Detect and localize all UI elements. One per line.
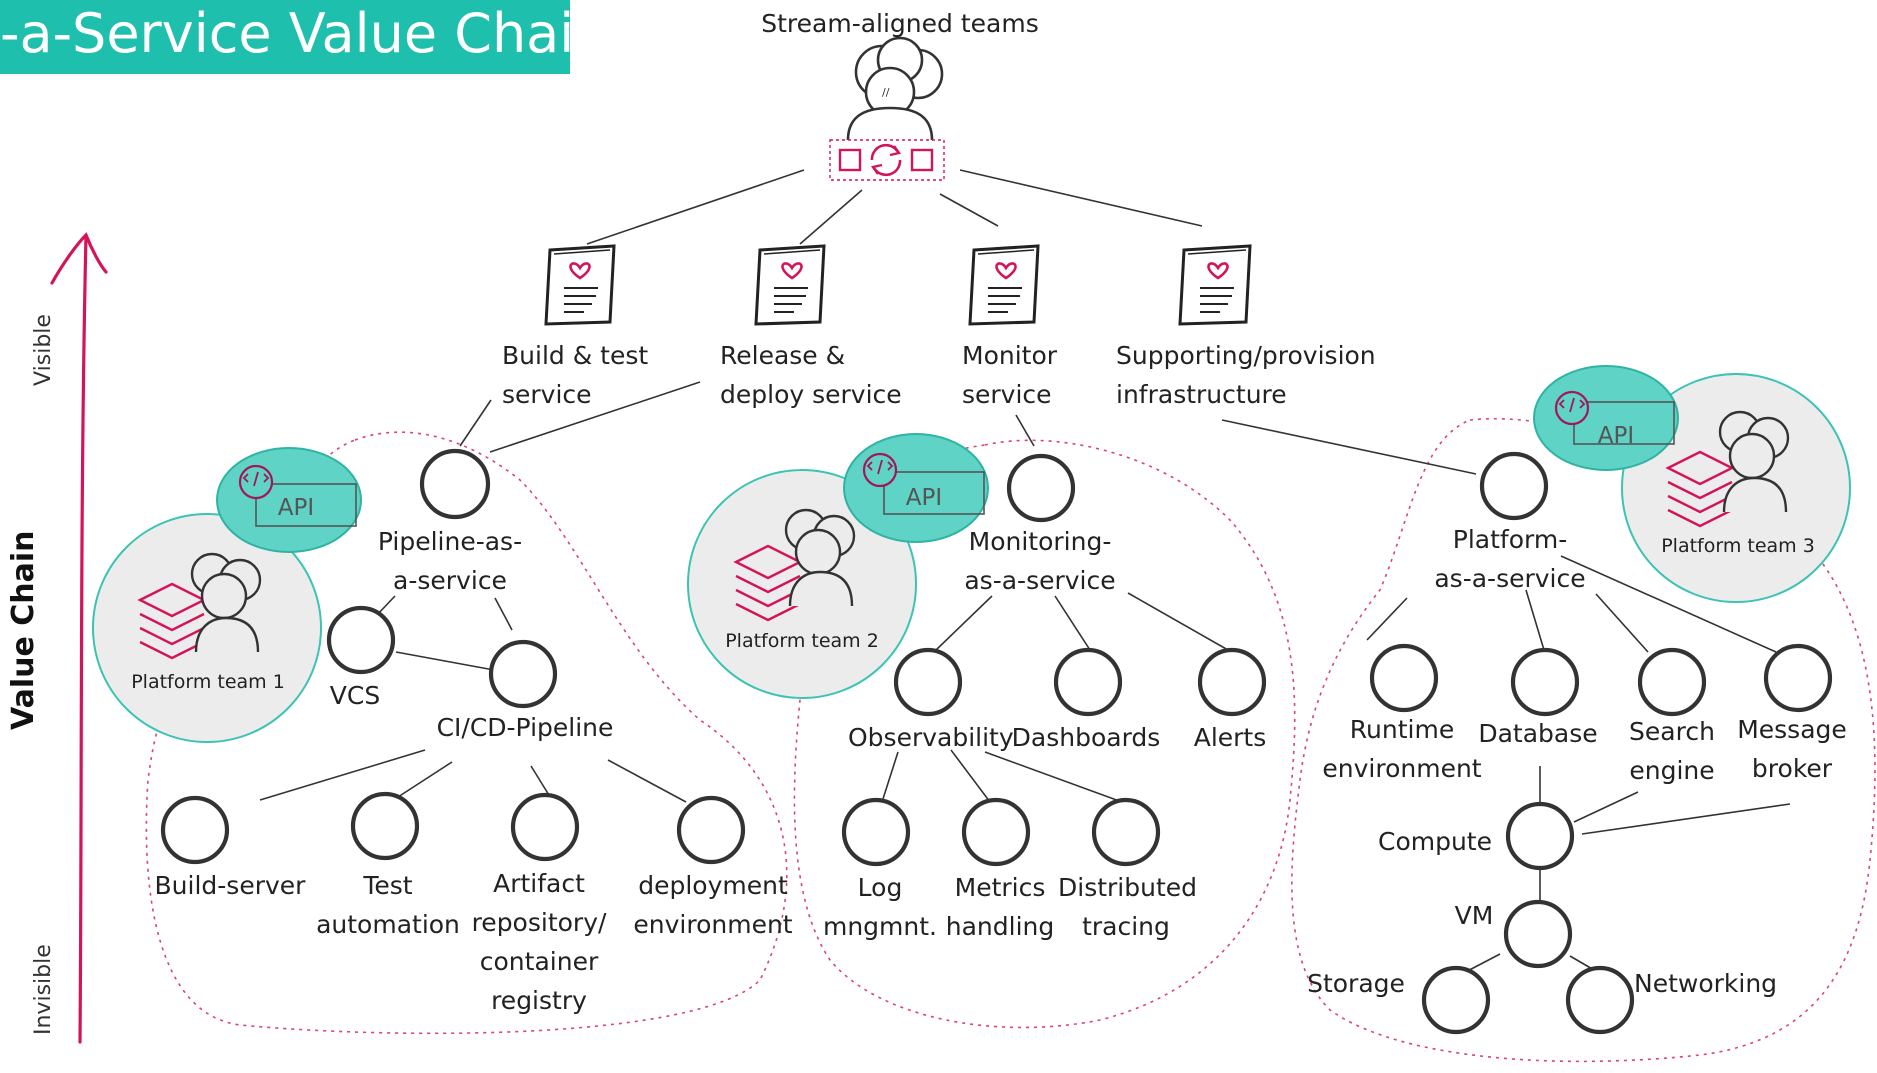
node-monitoring-as-a-service [1006,453,1076,523]
node-test-automation [350,791,420,861]
platform-team-2-label: Platform team 2 [725,630,879,652]
people-group-icon [190,552,262,653]
test-automation-label: Test automation [316,871,460,939]
build-server-label: Build-server [154,871,306,900]
node-vcs [326,605,396,675]
distributed-tracing-label: Distributed tracing [1058,873,1198,941]
service-doc-heart-icon [544,244,616,326]
page-title: -a-Service Value Chain [0,2,570,65]
node-message-broker [1763,643,1833,713]
ci-cd-pipeline-label: CI/CD-Pipeline [436,713,614,742]
node-metrics-handling [961,797,1031,867]
node-dashboards [1053,647,1123,717]
service-label-supporting-infrastructure: Supporting/provision infrastructure [1116,341,1376,409]
platform-team-2 [687,469,917,699]
networking-label: Networking [1634,969,1778,998]
deployment-environment-label: deployment environment [633,871,793,939]
axis-invisible-label: Invisible [31,944,56,1035]
api-2 [843,433,989,543]
people-group-icon: // [846,36,944,141]
svg-text://: // [882,86,890,99]
pipeline-boundary [145,431,788,1035]
platform-as-a-service-label: Platform- as-a-service [1434,525,1586,593]
node-platform-as-a-service [1479,451,1549,521]
api-label-3: API [1597,423,1635,449]
api-3 [1533,365,1679,471]
dashboards-label: Dashboards [1011,723,1161,752]
title-banner: -a-Service Value Chain [0,0,570,74]
people-group-icon [784,508,856,607]
people-group-icon [1718,410,1790,513]
database-label: Database [1478,719,1598,748]
api-code-icon [242,471,270,487]
platform-team-1-label: Platform team 1 [131,671,285,693]
node-log-management [841,797,911,867]
stream-aligned-teams-label: Stream-aligned teams [761,9,1039,38]
node-observability [893,647,963,717]
platform-team-3-label: Platform team 3 [1661,535,1815,557]
pipeline-as-a-service-label: Pipeline-as- a-service [377,527,523,595]
platform-team-3 [1621,373,1851,603]
artifact-repository-label: Artifact repository/ container registry [471,869,607,1015]
capability-nodes [160,448,1833,1035]
search-engine-label: Search engine [1629,717,1715,785]
alerts-label: Alerts [1193,723,1267,752]
api-1 [216,447,362,553]
compute-label: Compute [1377,827,1492,856]
log-management-label: Log mngmnt. [822,873,937,941]
message-broker-label: Message broker [1737,715,1847,783]
api-code-icon [866,459,894,475]
layer-stack-icon [1665,450,1735,528]
node-database [1510,647,1580,717]
platform-team-1 [92,513,322,743]
node-pipeline-as-a-service [419,448,491,520]
api-code-icon [1558,397,1586,413]
node-distributed-tracing [1091,797,1161,867]
sync-icon [829,139,945,181]
node-networking [1565,965,1635,1035]
service-doc-heart-icon [968,244,1040,326]
runtime-environment-label: Runtime environment [1322,715,1482,783]
platform-boundary [1291,417,1876,1063]
observability-label: Observability [848,723,1014,752]
node-alerts [1197,647,1267,717]
node-storage [1421,965,1491,1035]
metrics-handling-label: Metrics handling [945,873,1055,941]
service-doc-heart-icon [1178,244,1252,326]
connection-lines [259,169,1791,978]
node-artifact-repository [510,792,580,862]
service-label-monitor: Monitor service [962,341,1058,409]
value-chain-arrow [50,232,108,1044]
service-doc-heart-icon [754,244,826,326]
node-search-engine [1637,647,1707,717]
storage-label: Storage [1307,969,1405,998]
api-label-2: API [905,485,943,511]
node-deployment-environment [676,795,746,865]
node-build-server [160,795,230,865]
axis-title: Value Chain [6,530,41,730]
service-label-build-test: Build & test service [502,341,649,409]
node-vm [1503,899,1573,969]
axis-visible-label: Visible [31,314,56,386]
node-compute [1505,801,1575,871]
node-ci-cd-pipeline [488,639,558,709]
monitoring-as-a-service-label: Monitoring- as-a-service [964,527,1116,595]
node-runtime-environment [1369,643,1439,713]
vm-label: VM [1454,901,1494,930]
vcs-label: VCS [329,681,381,710]
service-label-release-deploy: Release & deploy service [720,341,902,409]
api-label-1: API [277,495,315,521]
